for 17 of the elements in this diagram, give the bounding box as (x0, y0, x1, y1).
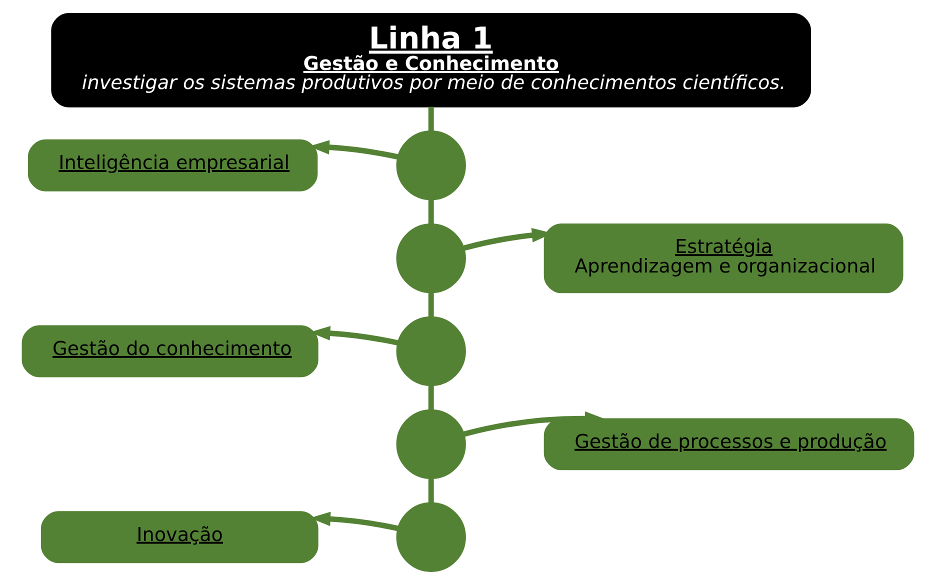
node-box: Inovação (40, 511, 318, 564)
node-box: Linha 1 Gestão e Conhecimento investigar os sistemas produtivos por meio de conhecimentos científicos. (51, 13, 812, 108)
node-box: Gestão de processos e produção (544, 418, 914, 470)
arrow (464, 411, 606, 437)
node-circle (396, 316, 466, 386)
connector (428, 386, 434, 410)
connector (428, 200, 434, 224)
connector (428, 292, 434, 317)
connector (428, 106, 434, 132)
node-circle (396, 130, 466, 200)
node-box: Estratégia Aprendizagem e organizacional (544, 223, 904, 294)
connector (428, 478, 434, 503)
node-circle (396, 409, 466, 480)
node-circle (396, 223, 466, 294)
node-box: Inteligência empresarial (28, 139, 318, 192)
node-circle (396, 502, 466, 572)
node-box: Gestão do conhecimento (22, 325, 318, 378)
